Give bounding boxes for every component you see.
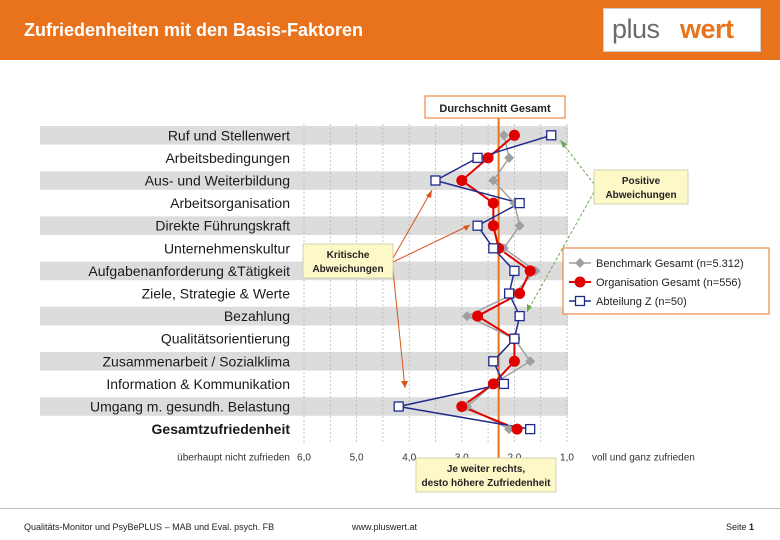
kritische-callout-text: Abweichungen <box>312 264 383 275</box>
category-label: Bezahlung <box>224 308 290 324</box>
data-point-circle <box>472 310 484 322</box>
category-label: Aus- und Weiterbildung <box>145 173 290 189</box>
category-label: Direkte Führungskraft <box>155 218 290 234</box>
reference-label-box <box>424 95 566 119</box>
row-stripe <box>40 397 568 416</box>
bottom-note-text: desto höhere Zufriedenheit <box>422 478 552 489</box>
data-point-circle <box>487 220 499 232</box>
annotation-arrow <box>392 224 471 263</box>
legend-swatch-marker <box>574 295 586 307</box>
positive-callout-text: Positive <box>622 176 661 187</box>
category-label: Aufgabenanforderung &Tätigkeit <box>88 263 290 279</box>
page-title: Zufriedenheiten mit den Basis-Faktoren <box>24 20 364 40</box>
x-tick-label: 1,0 <box>560 452 574 463</box>
data-point-square <box>498 378 510 390</box>
data-point-square <box>393 401 404 412</box>
annotation-arrowhead <box>401 381 408 388</box>
data-point-square <box>509 333 520 344</box>
x-axis-left-label: überhaupt nicht zufrieden <box>177 452 290 463</box>
category-label: Ruf und Stellenwert <box>168 127 290 143</box>
annotation-arrow <box>392 269 406 389</box>
category-label: Arbeitsbedingungen <box>165 150 290 166</box>
legend-entry-label: Benchmark Gesamt (n=5.312) <box>596 258 744 270</box>
data-point-diamond <box>525 356 536 367</box>
data-point-square <box>488 243 499 254</box>
category-label: Gesamtzufriedenheit <box>152 421 291 437</box>
data-point-square <box>472 152 483 164</box>
x-axis-right-label: voll und ganz zufrieden <box>592 452 695 463</box>
data-point-circle <box>482 152 494 164</box>
data-point-circle <box>487 378 499 390</box>
data-point-diamond <box>514 220 525 231</box>
footer-page-label: Seite <box>725 522 747 532</box>
data-point-square <box>525 423 536 435</box>
positive-callout-text: Abweichungen <box>605 190 676 201</box>
legend-swatch-marker <box>574 276 586 288</box>
bottom-note-box <box>415 457 557 493</box>
data-point-circle <box>524 265 536 277</box>
reference-label: Durchschnitt Gesamt <box>439 103 551 115</box>
data-point-circle <box>508 355 520 367</box>
data-point-diamond <box>498 130 509 141</box>
annotation-arrowhead <box>560 140 567 148</box>
data-point-circle <box>511 423 523 435</box>
footer-left-text: Qualitäts-Monitor und PsyBePLUS – MAB un… <box>24 522 275 532</box>
data-point-square <box>509 265 520 277</box>
data-point-circle <box>508 129 520 141</box>
annotation-arrowhead <box>527 304 532 312</box>
data-point-square <box>514 197 525 209</box>
x-tick-label: 5,0 <box>350 452 364 463</box>
legend-entry-label: Abteilung Z (n=50) <box>596 296 687 308</box>
category-label: Ziele, Strategie & Werte <box>142 286 291 302</box>
data-point-circle <box>456 401 468 412</box>
category-label: Zusammenarbeit / Sozialklima <box>102 353 290 369</box>
kritische-callout-text: Kritische <box>327 250 370 261</box>
data-point-diamond <box>462 311 473 322</box>
data-point-circle <box>514 288 526 299</box>
category-label: Qualitätsorientierung <box>161 331 290 347</box>
data-point-square <box>430 175 441 186</box>
row-stripe <box>40 126 568 145</box>
bottom-note-text: Je weiter rechts, <box>447 464 526 475</box>
slide-header: Zufriedenheiten mit den Basis-Faktoren p… <box>0 0 780 60</box>
kritische-callout-box <box>302 243 394 279</box>
data-point-diamond <box>504 152 515 163</box>
data-point-diamond <box>488 175 499 186</box>
category-label: Umgang m. gesundh. Belastung <box>90 399 290 415</box>
footer-page: Seite 1 <box>726 522 754 532</box>
annotation-arrow <box>526 191 595 313</box>
data-point-square <box>503 288 515 299</box>
annotation-arrowhead <box>463 225 470 231</box>
x-tick-label: 6,0 <box>297 452 311 463</box>
annotation-arrow <box>392 189 433 259</box>
data-point-square <box>472 220 483 231</box>
positive-callout-box <box>593 169 689 205</box>
category-label: Information & Kommunikation <box>106 376 290 392</box>
data-point-circle <box>456 175 468 186</box>
legend-box <box>562 247 770 315</box>
logo-text-wert: wert <box>680 14 734 44</box>
footer-url: www.pluswert.at <box>352 522 418 532</box>
legend-swatch-marker <box>575 258 585 268</box>
category-label: Unternehmenskultur <box>164 240 290 256</box>
legend-entry-label: Organisation Gesamt (n=556) <box>596 277 741 289</box>
annotation-arrowhead <box>426 190 432 198</box>
footer-divider <box>0 508 780 509</box>
footer-page-number: 1 <box>748 522 754 532</box>
data-point-square <box>546 130 557 141</box>
x-tick-label: 4,0 <box>402 452 416 463</box>
data-point-square <box>514 310 525 322</box>
category-label: Arbeitsorganisation <box>170 195 290 211</box>
pluswert-logo: plus wert <box>603 8 761 52</box>
data-point-square <box>488 356 499 367</box>
data-point-diamond <box>504 424 515 435</box>
annotation-arrow <box>559 139 595 185</box>
data-point-circle <box>487 197 499 209</box>
logo-text-plus: plus <box>612 14 660 44</box>
